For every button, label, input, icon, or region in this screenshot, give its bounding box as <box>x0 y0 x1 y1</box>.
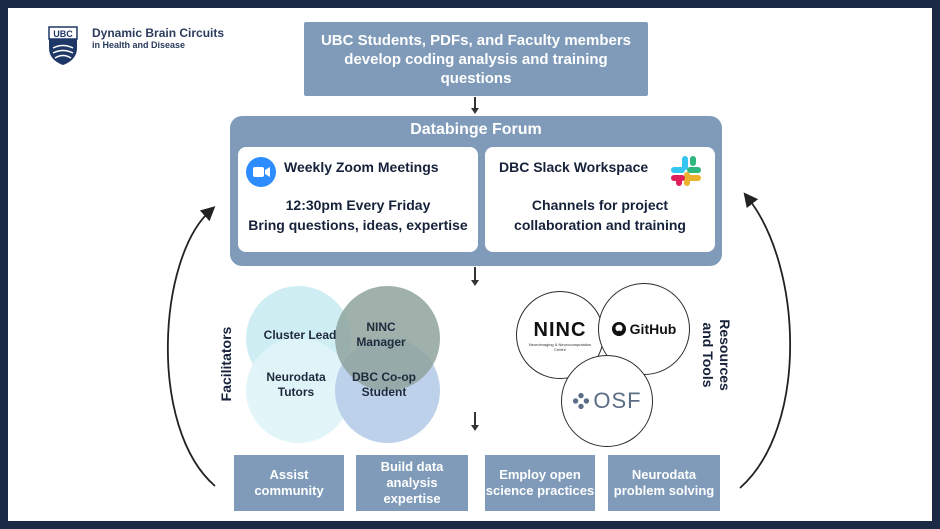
arrowhead-2 <box>471 280 479 286</box>
osf-logo: OSF <box>561 355 653 447</box>
zoom-card-line2: Bring questions, ideas, expertise <box>248 217 468 233</box>
zoom-icon <box>246 157 276 187</box>
outcome-build-expertise: Build data analysis expertise <box>356 455 468 511</box>
outcome-open-science: Employ open science practices <box>485 455 595 511</box>
venn-label-cluster-lead: Cluster Lead <box>263 328 337 342</box>
slack-card-line1: Channels for project <box>531 197 669 213</box>
arrowhead-3 <box>471 425 479 431</box>
cycle-arrows <box>167 192 791 489</box>
databinge-forum: Databinge Forum Weekly Zoom Meetings 12:… <box>230 116 722 266</box>
ninc-logo-subtext: Neuroimaging & Neurocomputation Centre <box>528 341 592 352</box>
venn-label-ninc-manager: NINC Manager <box>356 320 406 349</box>
zoom-card-title: Weekly Zoom Meetings <box>284 159 439 175</box>
arrow-down-2 <box>474 267 476 281</box>
logo-title: Dynamic Brain Circuits <box>92 26 225 40</box>
osf-icon <box>573 392 590 410</box>
slack-card-line2: collaboration and training <box>514 217 686 233</box>
venn-label-neurodata-tutors: Neurodata Tutors <box>266 370 326 399</box>
arrowhead-1 <box>471 108 479 114</box>
slack-card-title: DBC Slack Workspace <box>499 159 649 175</box>
venn-label-dbc-coop: DBC Co-op Student <box>352 370 416 399</box>
right-cycle-arrow <box>739 192 791 489</box>
ubc-dbc-logo: UBC Dynamic Brain Circuits in Health and… <box>48 26 224 66</box>
github-logo-text: GitHub <box>629 321 677 337</box>
outcome-neurodata-solving: Neurodata problem solving <box>608 455 720 511</box>
diagram-frame: UBC Dynamic Brain Circuits in Health and… <box>8 8 932 521</box>
left-cycle-arrow <box>167 206 216 487</box>
venn-circle-ninc-manager <box>335 286 440 391</box>
ninc-logo-text: NINC <box>533 318 587 341</box>
zoom-card-line1: 12:30pm Every Friday <box>285 197 431 213</box>
ubc-shield-icon: UBC <box>48 26 78 65</box>
slack-icon <box>671 156 701 186</box>
forum-title: Databinge Forum <box>410 121 542 138</box>
logo-subtitle: in Health and Disease <box>92 40 186 50</box>
arrow-down-1 <box>474 97 476 109</box>
arrow-down-3 <box>474 412 476 426</box>
ubc-mark-text: UBC <box>53 29 73 39</box>
slack-card: DBC Slack Workspace Channels for project… <box>485 147 715 252</box>
github-icon <box>611 322 626 336</box>
outcome-assist-community: Assist community <box>234 455 344 511</box>
venn-circle-neurodata-tutors <box>246 338 351 443</box>
osf-logo-text: OSF <box>593 388 642 413</box>
zoom-card: Weekly Zoom Meetings 12:30pm Every Frida… <box>238 147 478 252</box>
top-box: UBC Students, PDFs, and Faculty members … <box>304 22 648 96</box>
